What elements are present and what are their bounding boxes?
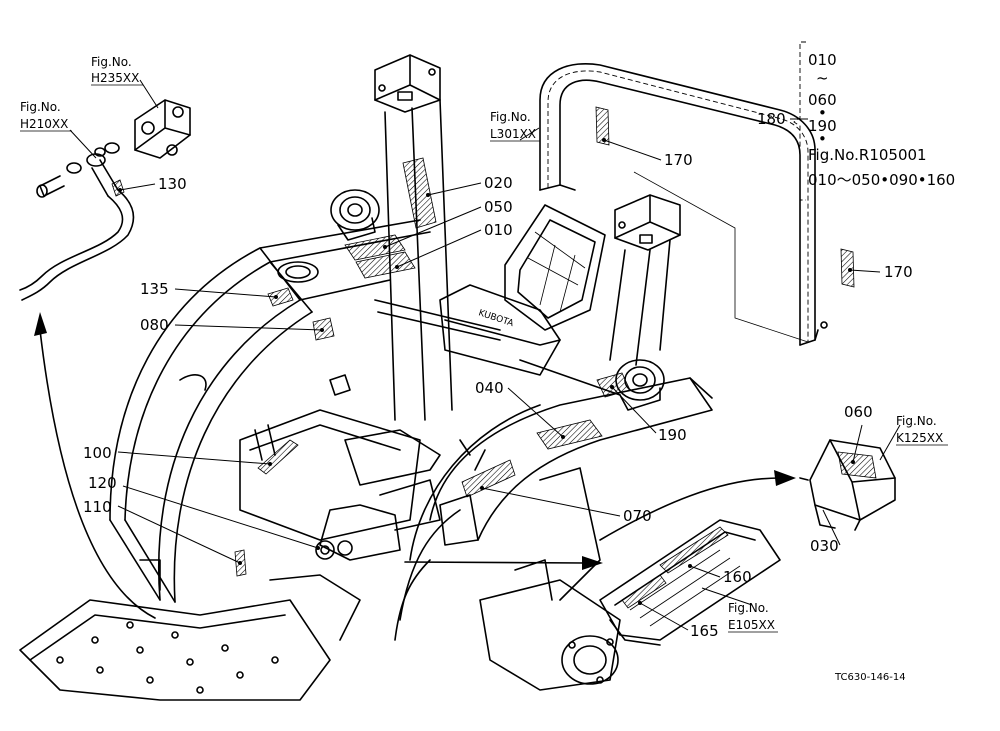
left-fender bbox=[109, 219, 431, 603]
lamp-left bbox=[330, 189, 380, 241]
label-170-upper: 170 bbox=[664, 151, 693, 169]
fig-e105-code: E105XX bbox=[728, 618, 775, 632]
part-labels: 020 050 010 135 080 130 040 190 070 100 … bbox=[83, 110, 913, 640]
bracket-line-8: 010～050•090•160 bbox=[808, 171, 955, 189]
bracket-line-4: • bbox=[818, 104, 827, 122]
label-060: 060 bbox=[844, 403, 873, 421]
fig-h210-code: H210XX bbox=[20, 117, 68, 131]
valve-block bbox=[94, 99, 191, 159]
fig-h235-code: H235XX bbox=[91, 71, 139, 85]
decal-060 bbox=[837, 451, 877, 479]
label-080: 080 bbox=[140, 316, 169, 334]
decal-100 bbox=[257, 439, 299, 475]
leader-lines bbox=[69, 79, 901, 631]
decal-040 bbox=[536, 419, 603, 450]
rear-axle bbox=[479, 559, 621, 691]
decal-170a bbox=[595, 106, 610, 146]
decals bbox=[111, 106, 877, 609]
decal-135 bbox=[267, 287, 294, 307]
label-010: 010 bbox=[484, 221, 513, 239]
bracket-line-3: 060 bbox=[808, 91, 837, 109]
hydraulic-pipe bbox=[19, 153, 135, 301]
right-fender bbox=[394, 377, 713, 641]
floor-plate bbox=[19, 574, 361, 701]
label-180: 180 bbox=[757, 110, 786, 128]
decal-050 bbox=[344, 234, 406, 261]
bracket-line-7: Fig.No.R105001 bbox=[808, 146, 927, 164]
label-050: 050 bbox=[484, 198, 513, 216]
center-controls bbox=[239, 299, 621, 561]
decal-020 bbox=[402, 157, 437, 229]
label-160: 160 bbox=[723, 568, 752, 586]
bracket-line-6: • bbox=[818, 130, 827, 148]
decal-190 bbox=[596, 372, 631, 398]
label-030: 030 bbox=[810, 537, 839, 555]
decal-165 bbox=[621, 574, 667, 609]
label-100: 100 bbox=[83, 444, 112, 462]
decal-070 bbox=[461, 459, 516, 498]
leader-dots bbox=[118, 138, 855, 605]
bracket-line-5: 190 bbox=[808, 117, 837, 135]
rops-frame bbox=[539, 63, 828, 346]
label-170-right: 170 bbox=[884, 263, 913, 281]
tractor-line-art: KUBOTA bbox=[19, 54, 896, 701]
label-190: 190 bbox=[658, 426, 687, 444]
decal-010 bbox=[355, 251, 416, 279]
fig-h235-title: Fig.No. bbox=[91, 55, 132, 69]
fig-l301-title: Fig.No. bbox=[490, 110, 531, 124]
label-120: 120 bbox=[88, 474, 117, 492]
fig-h210-title: Fig.No. bbox=[20, 100, 61, 114]
drawing-code: TC630-146-14 bbox=[834, 672, 906, 683]
bracket-line-2: ~ bbox=[816, 69, 829, 87]
k125-panel-part bbox=[799, 439, 896, 531]
fig-k125-code: K125XX bbox=[896, 431, 943, 445]
label-135: 135 bbox=[140, 280, 169, 298]
fig-e105-title: Fig.No. bbox=[728, 601, 769, 615]
fig-l301-code: L301XX bbox=[490, 127, 536, 141]
decal-130 bbox=[111, 179, 125, 197]
decal-160 bbox=[659, 526, 729, 574]
label-070: 070 bbox=[623, 507, 652, 525]
bracket-line-1: 010 bbox=[808, 51, 837, 69]
fig-k125-title: Fig.No. bbox=[896, 414, 937, 428]
seat: KUBOTA bbox=[439, 204, 606, 376]
label-020: 020 bbox=[484, 174, 513, 192]
rops-right-post bbox=[609, 194, 681, 366]
flow-arrows bbox=[34, 312, 796, 619]
figure-references: Fig.No. H235XX Fig.No. H210XX Fig.No. L3… bbox=[20, 55, 948, 633]
label-110: 110 bbox=[83, 498, 112, 516]
label-040: 040 bbox=[475, 379, 504, 397]
bracket-group bbox=[793, 41, 806, 201]
label-165: 165 bbox=[690, 622, 719, 640]
decal-170b bbox=[840, 248, 855, 288]
bracket-list: 010 ~ 060 • 190 • Fig.No.R105001 010～050… bbox=[808, 51, 955, 189]
label-130: 130 bbox=[158, 175, 187, 193]
